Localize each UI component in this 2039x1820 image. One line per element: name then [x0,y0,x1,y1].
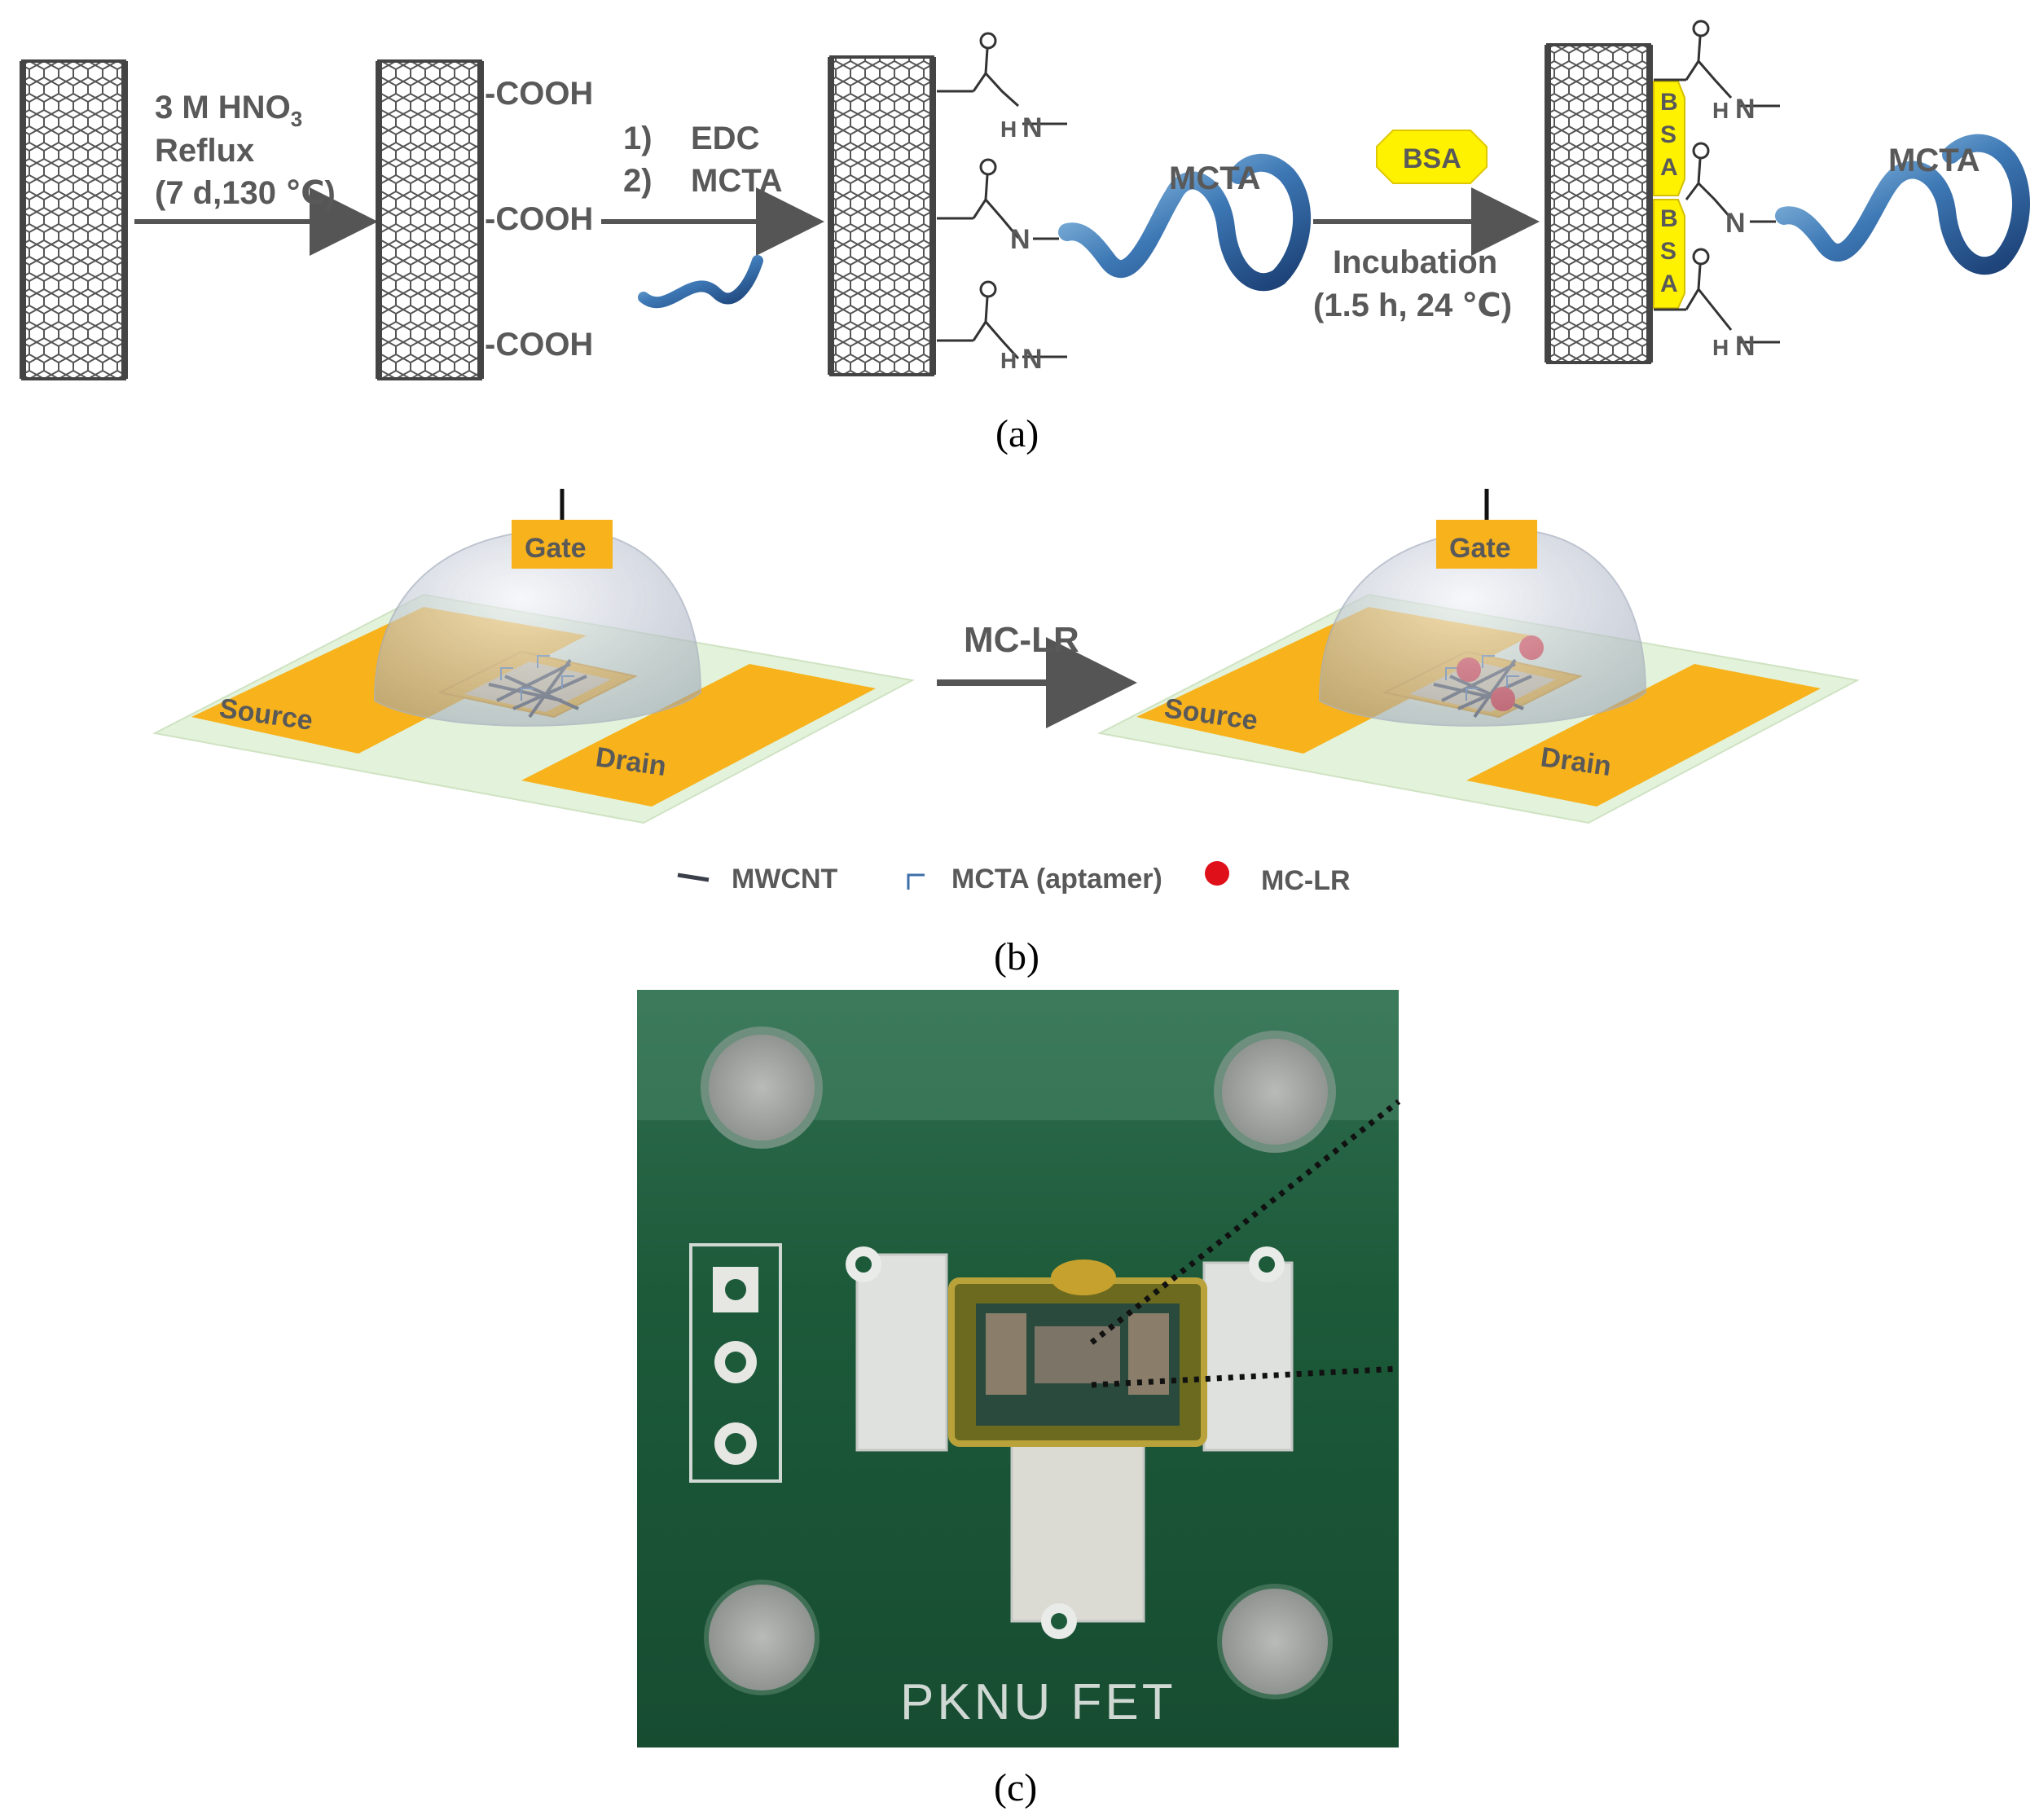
nanotube-pristine [20,59,128,380]
hydrogen-atom-1: H [1000,116,1017,142]
panel-c: PKNU FET (c) [637,990,1401,1809]
pin-header [689,1243,782,1483]
mounting-pad-top-left [701,1026,823,1149]
mc-lr-arrow-label: MC-LR [964,620,1079,660]
hydrogen-atom-4: H [1712,98,1729,123]
panel-a: 3 M HNO3 Reflux (7 d,130 ℃) -COOH -COOH … [20,20,2030,455]
cooh-group-3: -COOH [485,327,593,363]
panel-b-caption: (b) [994,935,1039,978]
nanotube-aptamer [828,55,936,376]
svg-text:BSA: BSA [1403,143,1461,174]
mcta-label-2: MCTA [1888,143,1980,178]
chip-channel [1035,1326,1120,1383]
fet-device-after: Gate Source Drain [1096,489,1861,824]
legend-mwcnt: MWCNT [732,864,838,895]
dome-2 [1318,528,1647,727]
mcta-label-1: MCTA [1169,160,1261,196]
panel-b: Gate Source Drain MC-LR [152,489,1861,978]
hydrogen-atom-6: H [1712,335,1729,360]
legend-aptamer: MCTA (aptamer) [951,864,1162,895]
legend-mc-lr-swatch [1205,861,1229,886]
nanotube-carboxylated [376,59,484,380]
aptamer-large-1 [1058,153,1312,292]
fet-device-before: Gate Source Drain [152,489,916,824]
bsa-letter-b1: B [1660,89,1678,116]
nitrogen-atom-1: N [1022,112,1043,143]
amide-linkers-1 [937,32,1067,360]
bsa-letter-s2: S [1660,238,1676,265]
drain-electrode-2 [1466,664,1821,807]
panel-a-caption: (a) [995,412,1039,455]
step2-num-2: 2) [623,163,653,199]
contact-left [855,1253,948,1452]
gate-label-2: Gate [1449,533,1511,564]
bsa-letter-a2: A [1660,270,1678,297]
step2-reagent-1: EDC [691,121,759,156]
legend-mc-lr: MC-LR [1261,865,1351,896]
step3-time-temperature: (1.5 h, 24 ℃) [1313,288,1512,323]
cooh-group-1: -COOH [485,76,593,112]
step1-reagent: 3 M HNO3 [155,90,302,131]
drain-electrode-1 [521,664,876,807]
gate-electrode-1 [512,520,613,569]
mounting-pad-bottom-right [1217,1584,1333,1699]
nitrogen-atom-6: N [1735,331,1756,362]
contact-bottom [1010,1436,1145,1623]
gate-label-1: Gate [525,533,587,564]
nitrogen-atom-5: N [1725,208,1746,239]
bsa-badge: BSA [1376,130,1488,184]
step1-temperature: (7 d,130 ℃) [155,175,336,211]
step1-condition: Reflux [155,133,254,169]
bsa-letter-b2: B [1660,205,1678,232]
legend-aptamer-swatch [907,873,925,890]
step2-num-1: 1) [623,121,653,156]
panel-c-caption: (c) [994,1766,1037,1809]
legend: MWCNT MCTA (aptamer) MC-LR [677,861,1351,896]
bsa-letter-s1: S [1660,121,1676,148]
nitrogen-atom-3: N [1022,344,1043,375]
aptamer-large-2 [1775,134,2030,275]
contact-right [1202,1261,1294,1452]
hydrogen-atom-3: H [1000,348,1017,373]
nanotube-bsa-blocked [1545,43,1653,364]
aptamer-small [638,255,763,309]
mounting-pad-top-right [1214,1031,1336,1153]
mounting-pad-bottom-left [704,1580,820,1695]
step2-reagent-2: MCTA [691,163,783,199]
bsa-block-2 [1653,199,1685,309]
bsa-letter-a1: A [1660,154,1678,181]
dome-1 [373,528,702,727]
nitrogen-atom-4: N [1735,94,1756,125]
legend-mwcnt-swatch [677,873,710,882]
cooh-group-2: -COOH [485,201,593,237]
nitrogen-atom-2: N [1010,224,1030,255]
zoom-line-upper [1089,1099,1401,1345]
gate-electrode-2 [1436,520,1537,569]
step3-condition: Incubation [1333,244,1497,280]
amide-linkers-2 [1654,20,1780,344]
pcb-label: PKNU FET [900,1674,1176,1730]
bsa-block-1 [1653,81,1685,196]
chip-pad-left [986,1313,1026,1395]
